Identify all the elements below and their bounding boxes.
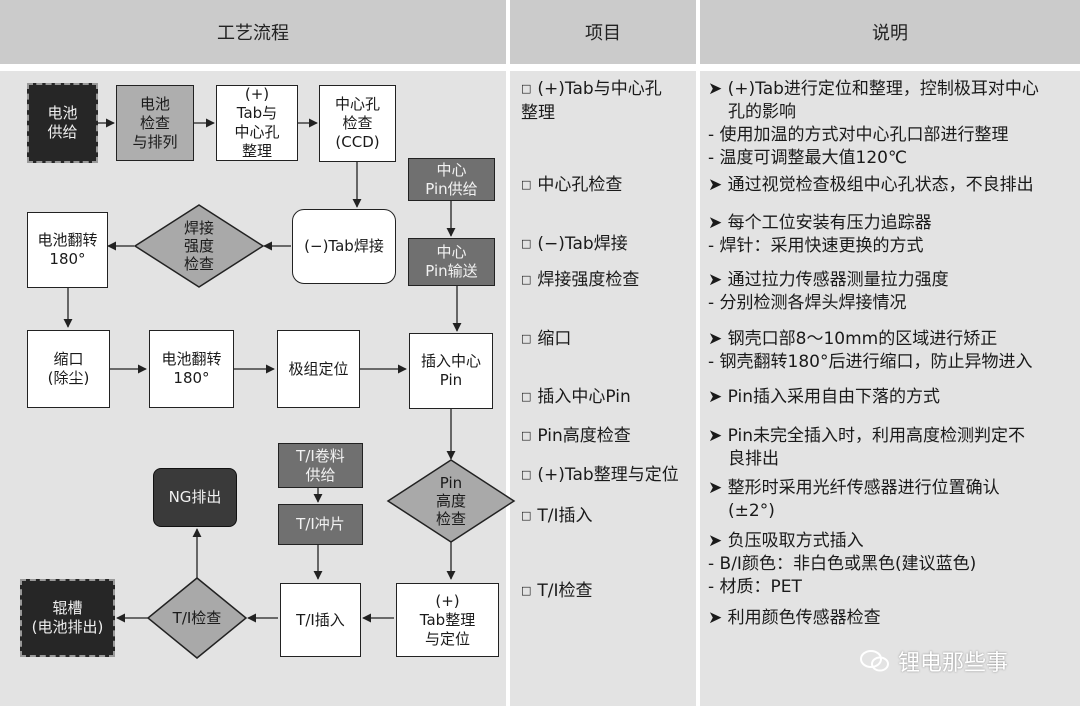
insert-pin-node: 插入中心 Pin: [409, 333, 493, 409]
header-desc-label: 说明: [872, 23, 908, 44]
ng-eject-node: NG排出: [153, 468, 237, 527]
battery-flip-2-node: 电池翻转 180°: [149, 330, 234, 408]
desc-column: [700, 71, 1080, 706]
desc-4-line-1: - 钢壳翻转180°后进行缩口，防止异物进入: [708, 352, 1033, 372]
desc-2: ➤ 每个工位安装有压力追踪器 - 焊针：采用快速更换的方式: [708, 212, 932, 258]
ti-roll-supply-node: T/I卷料 供给: [278, 443, 363, 488]
weld-check-label: 焊接 强度 检查: [183, 219, 214, 273]
electrode-positioning-node: 极组定位: [277, 330, 360, 408]
bullet-square-icon: □: [521, 273, 532, 286]
desc-7: ➤ 整形时采用光纤传感器进行位置确认 (±2°): [708, 477, 1000, 523]
desc-4: ➤ 钢壳口部8～10mm的区域进行矫正 - 钢壳翻转180°后进行缩口，防止异物…: [708, 328, 1033, 374]
desc-3: ➤ 通过拉力传感器测量拉力强度 - 分别检测各焊头焊接情况: [708, 269, 949, 315]
pin-supply-node: 中心 Pin供给: [408, 158, 495, 201]
watermark: 锂电那些事: [860, 645, 1008, 677]
desc-6-line-1: 良排出: [728, 449, 779, 469]
desc-8: ➤ 负压吸取方式插入 - B/I颜色：非白色或黑色(建议蓝色) - 材质：PET: [708, 530, 976, 599]
desc-1: ➤ 通过视觉检查极组中心孔状态，不良排出: [708, 174, 1034, 197]
weld-check-diamond: [133, 204, 265, 288]
tab-center-hole-node: (+) Tab与 中心孔 整理: [216, 85, 298, 161]
desc-7-line-0: ➤ 整形时采用光纤传感器进行位置确认: [708, 478, 1000, 498]
desc-8-line-0: ➤ 负压吸取方式插入: [708, 531, 864, 551]
item-9: □ T/I检查: [521, 580, 593, 604]
item-9-text: T/I检查: [537, 581, 593, 601]
item-4-text: 缩口: [537, 329, 572, 349]
bullet-square-icon: □: [521, 178, 532, 191]
bullet-square-icon: □: [521, 584, 532, 597]
desc-6: ➤ Pin未完全插入时，利用高度检测判定不 良排出: [708, 425, 1025, 471]
bullet-square-icon: □: [521, 390, 532, 403]
desc-0: ➤ (+)Tab进行定位和整理，控制极耳对中心 孔的影响 - 使用加温的方式对中…: [708, 78, 1039, 170]
battery-supply-node: 电池 供给: [27, 83, 98, 163]
ti-punch-node: T/I冲片: [278, 504, 363, 545]
desc-2-line-0: ➤ 每个工位安装有压力追踪器: [708, 213, 932, 233]
item-3-text: 焊接强度检查: [537, 270, 640, 290]
battery-inspect-sort-node: 电池 检查 与排列: [116, 85, 194, 161]
desc-0-line-0: ➤ (+)Tab进行定位和整理，控制极耳对中心: [708, 79, 1039, 99]
header-process: 工艺流程: [0, 0, 506, 64]
item-3: □ 焊接强度检查: [521, 269, 639, 293]
desc-4-line-0: ➤ 钢壳口部8～10mm的区域进行矫正: [708, 329, 998, 349]
watermark-text: 锂电那些事: [898, 651, 1009, 676]
item-1-text: 中心孔检查: [537, 175, 623, 195]
item-6: □ Pin高度检查: [521, 425, 631, 449]
item-8: □ T/I插入: [521, 505, 593, 529]
desc-8-line-1: - B/I颜色：非白色或黑色(建议蓝色): [708, 554, 977, 574]
item-2: □ (−)Tab焊接: [521, 233, 628, 257]
item-0-text: (+)Tab与中心孔 整理: [521, 79, 662, 123]
header-item-label: 项目: [585, 23, 621, 44]
ti-insert-node: T/I插入: [280, 583, 361, 657]
bullet-square-icon: □: [521, 468, 532, 481]
roller-groove-node: 辊槽 (电池排出): [20, 579, 115, 657]
item-5-text: 插入中心Pin: [537, 387, 631, 407]
wechat-icon: [860, 649, 890, 673]
desc-0-line-2: - 使用加温的方式对中心孔口部进行整理: [708, 125, 1009, 145]
bullet-square-icon: □: [521, 429, 532, 442]
desc-9: ➤ 利用颜色传感器检查: [708, 607, 881, 630]
item-2-text: (−)Tab焊接: [537, 234, 628, 254]
bullet-square-icon: □: [521, 509, 532, 522]
item-0: □(+)Tab与中心孔 整理: [521, 78, 662, 125]
desc-9-line-0: ➤ 利用颜色传感器检查: [708, 608, 881, 628]
desc-3-line-0: ➤ 通过拉力传感器测量拉力强度: [708, 270, 949, 290]
desc-1-line-0: ➤ 通过视觉检查极组中心孔状态，不良排出: [708, 175, 1034, 195]
header-item: 项目: [510, 0, 696, 64]
bullet-square-icon: □: [521, 237, 532, 250]
item-8-text: T/I插入: [537, 506, 593, 526]
pin-height-label: Pin 高度 检查: [435, 474, 466, 528]
pin-transfer-node: 中心 Pin输送: [408, 238, 495, 286]
center-hole-ccd-node: 中心孔 检查 (CCD): [319, 85, 396, 162]
header-process-label: 工艺流程: [217, 23, 289, 44]
item-4: □ 缩口: [521, 328, 571, 352]
desc-5-line-0: ➤ Pin插入采用自由下落的方式: [708, 387, 941, 407]
desc-2-line-1: - 焊针：采用快速更换的方式: [708, 236, 924, 256]
ti-check-label: T/I检查: [172, 609, 222, 627]
desc-0-line-1: 孔的影响: [728, 102, 796, 122]
bullet-square-icon: □: [521, 82, 532, 95]
desc-5: ➤ Pin插入采用自由下落的方式: [708, 386, 940, 409]
battery-flip-1-node: 电池翻转 180°: [27, 212, 108, 288]
item-7: □ (+)Tab整理与定位: [521, 464, 679, 488]
desc-0-line-3: - 温度可调整最大值120℃: [708, 148, 908, 168]
item-7-text: (+)Tab整理与定位: [537, 465, 679, 485]
necking-node: 缩口 (除尘): [27, 330, 110, 408]
desc-8-line-2: - 材质：PET: [708, 577, 802, 597]
header-desc: 说明: [700, 0, 1080, 64]
desc-7-line-1: (±2°): [728, 501, 775, 521]
item-1: □ 中心孔检查: [521, 174, 622, 198]
tab-weld-node: (−)Tab焊接: [292, 209, 396, 284]
ti-check-diamond: [146, 577, 248, 659]
desc-6-line-0: ➤ Pin未完全插入时，利用高度检测判定不: [708, 426, 1026, 446]
desc-3-line-1: - 分别检测各焊头焊接情况: [708, 293, 907, 313]
item-5: □ 插入中心Pin: [521, 386, 631, 410]
item-column: [510, 71, 696, 706]
bullet-square-icon: □: [521, 332, 532, 345]
pin-height-diamond: [386, 459, 516, 543]
item-6-text: Pin高度检查: [537, 426, 631, 446]
tab-arrange-node: (+) Tab整理 与定位: [396, 583, 499, 657]
